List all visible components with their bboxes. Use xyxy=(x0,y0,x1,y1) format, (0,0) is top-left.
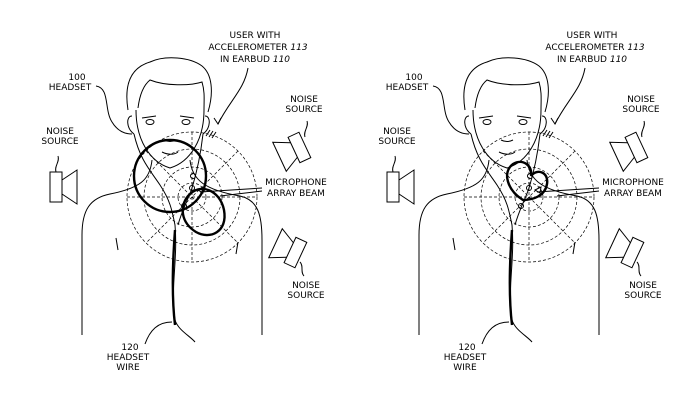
svg-text:SOURCE: SOURCE xyxy=(378,137,415,147)
user-illustration xyxy=(385,56,650,346)
svg-text:120: 120 xyxy=(458,343,475,353)
svg-text:SOURCE: SOURCE xyxy=(285,105,322,115)
user-label: USER WITH ACCELEROMETER 113 IN EARBUD 11… xyxy=(208,31,307,65)
svg-text:HEADSET: HEADSET xyxy=(49,83,92,93)
svg-text:USER WITH: USER WITH xyxy=(567,31,618,41)
svg-text:ACCELEROMETER 113: ACCELEROMETER 113 xyxy=(545,43,644,53)
svg-text:SOURCE: SOURCE xyxy=(287,291,324,301)
user-illustration xyxy=(48,56,313,346)
svg-text:SOURCE: SOURCE xyxy=(41,137,78,147)
svg-text:HEADSET: HEADSET xyxy=(386,83,429,93)
svg-text:ACCELEROMETER 113: ACCELEROMETER 113 xyxy=(208,43,307,53)
noise-source-bottom-right-label: NOISE SOURCE xyxy=(624,281,661,301)
headset-wire-label: 120 HEADSET WIRE xyxy=(107,343,150,373)
svg-text:NOISE: NOISE xyxy=(290,95,318,105)
svg-text:ARRAY BEAM: ARRAY BEAM xyxy=(604,189,662,199)
svg-text:HEADSET: HEADSET xyxy=(107,353,150,363)
noise-source-top-right-label: NOISE SOURCE xyxy=(285,95,322,115)
figure-right: USER WITH ACCELEROMETER 113 IN EARBUD 11… xyxy=(378,31,664,373)
svg-text:100: 100 xyxy=(405,73,422,83)
svg-text:ARRAY BEAM: ARRAY BEAM xyxy=(267,189,325,199)
svg-text:WIRE: WIRE xyxy=(116,363,140,373)
svg-text:IN EARBUD 110: IN EARBUD 110 xyxy=(557,55,627,65)
svg-text:NOISE: NOISE xyxy=(46,127,74,137)
svg-text:NOISE: NOISE xyxy=(292,281,320,291)
svg-text:NOISE: NOISE xyxy=(629,281,657,291)
svg-text:IN EARBUD 110: IN EARBUD 110 xyxy=(220,55,290,65)
microphone-array-beam xyxy=(505,160,549,202)
svg-text:SOURCE: SOURCE xyxy=(624,291,661,301)
svg-text:NOISE: NOISE xyxy=(383,127,411,137)
svg-text:120: 120 xyxy=(121,343,138,353)
noise-source-bottom-right-label: NOISE SOURCE xyxy=(287,281,324,301)
noise-source-left-label: NOISE SOURCE xyxy=(41,127,78,147)
svg-text:100: 100 xyxy=(68,73,85,83)
svg-text:MICROPHONE: MICROPHONE xyxy=(602,178,664,188)
svg-text:USER WITH: USER WITH xyxy=(230,31,281,41)
microphone-array-beam-label: MICROPHONE ARRAY BEAM xyxy=(265,178,327,199)
noise-source-left-label: NOISE SOURCE xyxy=(378,127,415,147)
svg-text:NOISE: NOISE xyxy=(627,95,655,105)
headset-label: 100 HEADSET xyxy=(49,73,92,93)
svg-text:SOURCE: SOURCE xyxy=(622,105,659,115)
svg-text:WIRE: WIRE xyxy=(453,363,477,373)
figure-left: USER WITH ACCELEROMETER 113 IN EARBUD 11… xyxy=(41,31,327,373)
noise-source-top-right-label: NOISE SOURCE xyxy=(622,95,659,115)
svg-text:MICROPHONE: MICROPHONE xyxy=(265,178,327,188)
microphone-array-beam xyxy=(132,138,226,237)
microphone-array-beam-label: MICROPHONE ARRAY BEAM xyxy=(602,178,664,199)
headset-label: 100 HEADSET xyxy=(386,73,429,93)
user-label: USER WITH ACCELEROMETER 113 IN EARBUD 11… xyxy=(545,31,644,65)
headset-wire-label: 120 HEADSET WIRE xyxy=(444,343,487,373)
svg-text:HEADSET: HEADSET xyxy=(444,353,487,363)
